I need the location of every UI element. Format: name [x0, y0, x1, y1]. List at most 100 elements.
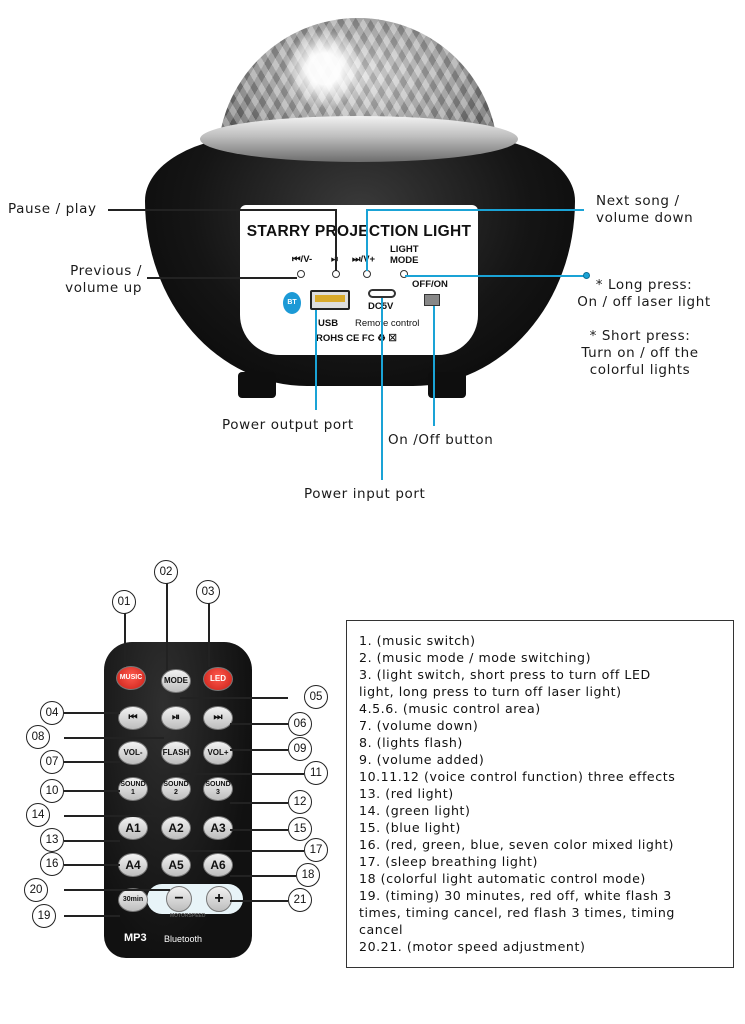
callout-power-input: Power input port	[304, 486, 426, 502]
leader-20	[64, 889, 170, 891]
remote-a2-button[interactable]: A2	[161, 816, 191, 840]
legend-item: 10.11.12 (voice control function) three …	[359, 769, 676, 784]
callout-number-12: 12	[288, 790, 312, 814]
remote-a3-button[interactable]: A3	[203, 816, 233, 840]
leader-previous	[147, 277, 297, 279]
callout-number-01: 01	[112, 590, 136, 614]
bluetooth-icon: BT	[283, 292, 301, 314]
callout-previous: Previous / volume up	[65, 263, 142, 296]
leader-04	[64, 712, 120, 714]
legend-item: 13. (red light)	[359, 786, 454, 801]
legend-item: 7. (volume down)	[359, 718, 479, 733]
projector-foot-left	[238, 372, 276, 398]
certifications-label: ROHS CE FC ♻ ☒	[316, 333, 397, 344]
projector-ring	[200, 116, 518, 162]
legend-item: 14. (green light)	[359, 803, 471, 818]
leader-13	[64, 840, 120, 842]
remote-minus-button[interactable]: −	[166, 886, 192, 912]
callout-number-15: 15	[288, 817, 312, 841]
remote-led-button[interactable]: LED	[203, 667, 233, 691]
callout-onoff-button: On /Off button	[388, 432, 494, 448]
callout-number-11: 11	[304, 761, 328, 785]
remote-a1-button[interactable]: A1	[118, 816, 148, 840]
motor-speed-label: MOTORSPEED	[170, 913, 206, 919]
callout-short-press: * Short press: Turn on / off the colorfu…	[581, 328, 699, 378]
legend-item: 3. (light switch, short press to turn of…	[359, 667, 651, 682]
leader-next-v	[366, 209, 368, 271]
leader-11	[180, 773, 304, 775]
usb-port[interactable]	[310, 290, 350, 310]
leader-next	[366, 209, 584, 211]
leader-05	[180, 697, 288, 699]
callout-long-press: * Long press: On / off laser light	[577, 277, 711, 310]
remote-plus-button[interactable]: +	[206, 886, 232, 912]
legend-item: 9. (volume added)	[359, 752, 485, 767]
panel-play-label: ⏯	[331, 254, 339, 265]
usb-label: USB	[318, 318, 339, 329]
fast-forward-icon: ⏭	[213, 712, 223, 723]
mp3-label: MP3	[124, 932, 147, 944]
callout-number-14: 14	[26, 803, 50, 827]
remote-control-label: Remote control	[355, 318, 420, 329]
legend-item: 15. (blue light)	[359, 820, 461, 835]
callout-number-09: 09	[288, 737, 312, 761]
leader-dc	[381, 298, 383, 480]
remote-sound1-button[interactable]: SOUND 1	[118, 777, 148, 801]
remote-flash-button[interactable]: FLASH	[161, 741, 191, 765]
callout-number-13: 13	[40, 828, 64, 852]
play-pause-icon: ⏯	[172, 712, 180, 723]
leader-03	[208, 603, 210, 667]
legend-item: 8. (lights flash)	[359, 735, 463, 750]
legend-item: 17. (sleep breathing light)	[359, 854, 538, 869]
leader-01	[124, 611, 126, 667]
remote-sound3-button[interactable]: SOUND 3	[203, 777, 233, 801]
light-mode-button[interactable]	[400, 270, 408, 278]
rewind-icon: ⏮	[128, 712, 138, 723]
remote-prev-button[interactable]: ⏮	[118, 706, 148, 730]
legend-item: times, timing cancel, red flash 3 times,…	[359, 905, 675, 920]
panel-next-label: ⏭/V+	[352, 254, 376, 265]
callout-number-03: 03	[196, 580, 220, 604]
callout-number-20: 20	[24, 878, 48, 902]
legend-item: 2. (music mode / mode switching)	[359, 650, 592, 665]
dc5v-label: DC5V	[368, 301, 393, 312]
leader-19	[64, 915, 120, 917]
callout-number-10: 10	[40, 779, 64, 803]
prev-button[interactable]	[297, 270, 305, 278]
remote-mode-button[interactable]: MODE	[161, 669, 191, 693]
remote-a4-button[interactable]: A4	[118, 853, 148, 877]
remote-music-button[interactable]: MUSIC	[116, 666, 146, 690]
leader-15	[230, 829, 288, 831]
callout-number-21: 21	[288, 888, 312, 912]
leader-pause-v	[335, 209, 337, 271]
legend-item: 4.5.6. (music control area)	[359, 701, 541, 716]
panel-prev-label: ⏮/V-	[292, 254, 313, 265]
remote-next-button[interactable]: ⏭	[203, 706, 233, 730]
next-button[interactable]	[363, 270, 371, 278]
callout-pause-play: Pause / play	[8, 201, 97, 217]
button-legend: 1. (music switch) 2. (music mode / mode …	[346, 620, 734, 968]
remote-a5-button[interactable]: A5	[161, 853, 191, 877]
callout-number-04: 04	[40, 701, 64, 725]
leader-18	[230, 875, 296, 877]
legend-item: 20.21. (motor speed adjustment)	[359, 939, 586, 954]
power-switch[interactable]	[424, 294, 440, 306]
play-pause-button[interactable]	[332, 270, 340, 278]
remote-timer-button[interactable]: 30min	[118, 888, 148, 912]
callout-number-16: 16	[40, 852, 64, 876]
callout-number-07: 07	[40, 750, 64, 774]
callout-next-song: Next song / volume down	[596, 193, 694, 226]
leader-pause	[108, 209, 336, 211]
dc5v-port[interactable]	[368, 289, 396, 298]
legend-item: 1. (music switch)	[359, 633, 476, 648]
callout-number-17: 17	[304, 838, 328, 862]
remote-sound2-button[interactable]: SOUND 2	[161, 777, 191, 801]
remote-play-button[interactable]: ⏯	[161, 706, 191, 730]
leader-08	[64, 737, 164, 739]
remote-vol-plus-button[interactable]: VOL+	[203, 741, 233, 765]
leader-switch	[433, 306, 435, 426]
callout-number-08: 08	[26, 725, 50, 749]
leader-06	[230, 723, 288, 725]
remote-vol-minus-button[interactable]: VOL-	[118, 741, 148, 765]
remote-a6-button[interactable]: A6	[203, 853, 233, 877]
